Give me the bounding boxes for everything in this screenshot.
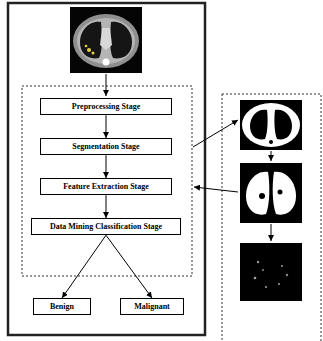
dashed-panel bbox=[222, 94, 321, 341]
ct-tissue bbox=[77, 18, 135, 64]
ct-lung-right bbox=[110, 22, 132, 59]
arrow bbox=[271, 224, 272, 241]
ct-spine bbox=[103, 59, 110, 66]
ct-background bbox=[70, 7, 142, 73]
arrow bbox=[106, 74, 107, 96]
stage-label: Benign bbox=[50, 302, 74, 311]
flow-arrow bbox=[106, 115, 107, 138]
image-background bbox=[240, 163, 302, 223]
ct-nodule bbox=[92, 52, 95, 55]
ct-mediastinum bbox=[100, 28, 112, 50]
outer-frame bbox=[8, 3, 205, 335]
arrow bbox=[271, 151, 272, 161]
flow-arrow bbox=[106, 195, 107, 218]
image-background bbox=[240, 243, 302, 301]
image-lung bbox=[273, 172, 296, 215]
arrow bbox=[193, 120, 238, 147]
stage-box: Data Mining Classification Stage bbox=[31, 218, 181, 235]
image-speck bbox=[257, 261, 259, 263]
image-speck bbox=[286, 274, 288, 276]
result-box: Benign bbox=[33, 298, 91, 315]
flow-arrow bbox=[62, 235, 106, 298]
stage-label: Feature Extraction Stage bbox=[63, 182, 149, 191]
image-lung bbox=[246, 172, 269, 215]
stage-label: Data Mining Classification Stage bbox=[50, 222, 162, 231]
stage-label: Malignant bbox=[134, 302, 170, 311]
image-speck bbox=[281, 265, 283, 267]
dashed-group bbox=[22, 86, 192, 276]
image-vessel bbox=[259, 193, 265, 199]
threshold-image bbox=[240, 100, 302, 150]
ct-nodule bbox=[87, 48, 91, 52]
ct-body bbox=[73, 14, 139, 68]
ct-scan bbox=[70, 7, 142, 73]
segmented-image bbox=[240, 163, 302, 223]
image-speck bbox=[265, 286, 267, 288]
stage-box: Segmentation Stage bbox=[40, 138, 172, 155]
arrow bbox=[194, 187, 238, 192]
stage-box: Preprocessing Stage bbox=[40, 98, 172, 115]
image-speck bbox=[262, 269, 264, 271]
image-background bbox=[240, 100, 302, 150]
ct-nodule bbox=[85, 45, 88, 48]
stage-label: Segmentation Stage bbox=[72, 142, 139, 151]
feature-image bbox=[240, 243, 302, 301]
image-spine bbox=[269, 140, 273, 144]
flow-arrow bbox=[106, 235, 152, 298]
stage-label: Preprocessing Stage bbox=[72, 102, 140, 111]
image-body bbox=[242, 103, 300, 147]
image-speck bbox=[278, 283, 280, 285]
flow-arrow bbox=[106, 155, 107, 178]
image-vessel bbox=[278, 190, 283, 195]
image-lung bbox=[274, 110, 292, 140]
image-lung bbox=[250, 110, 268, 140]
ct-lung-left bbox=[80, 22, 102, 59]
image-speck bbox=[254, 277, 257, 280]
result-box: Malignant bbox=[120, 298, 184, 315]
stage-box: Feature Extraction Stage bbox=[40, 178, 172, 195]
